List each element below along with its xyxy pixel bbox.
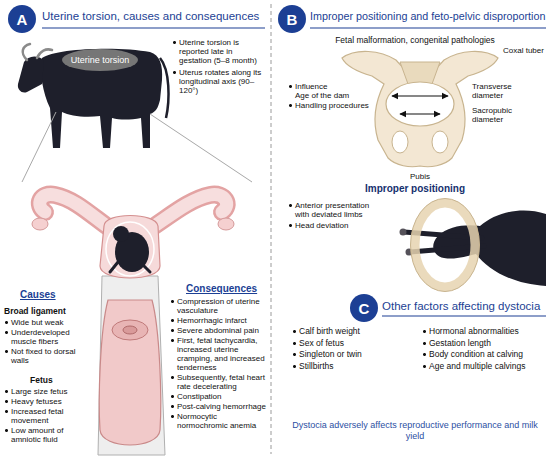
torsion-marker: Uterine torsion bbox=[62, 49, 139, 71]
amniotic-sac bbox=[106, 222, 154, 276]
bullet-item: Heavy fetuses bbox=[4, 397, 94, 406]
bullet-item: First, fetal tachycardia, increased uter… bbox=[170, 336, 268, 372]
cow-head bbox=[18, 56, 44, 92]
bullet-item: Increased fetal movement bbox=[4, 407, 94, 425]
diameter-arrow bbox=[392, 95, 448, 96]
panel-badge: B bbox=[278, 5, 306, 33]
panel-badge: C bbox=[350, 294, 378, 322]
uterus-figure bbox=[32, 195, 234, 278]
badge-letter: C bbox=[359, 300, 370, 317]
caption-text: Fetal malformation, congenital pathologi… bbox=[290, 35, 540, 45]
title-underline bbox=[310, 27, 546, 28]
anatomy-label: Coxal tuber bbox=[503, 46, 547, 55]
anatomy-label: Sacropubic diameter bbox=[472, 106, 534, 124]
fetus-limb bbox=[110, 262, 150, 272]
bullet-item: Not fixed to dorsal walls bbox=[4, 347, 94, 365]
bullet-item: Post-calving hemorrhage bbox=[170, 402, 268, 411]
uterine-body bbox=[100, 216, 160, 279]
bullet-item: Uterine torsion is reported late in gest… bbox=[172, 38, 266, 65]
bullet-item: Hemorrhagic infarct bbox=[170, 316, 268, 325]
birth-canal-outline bbox=[411, 199, 480, 292]
bullet-item: Constipation bbox=[170, 392, 268, 401]
marker-label: Uterine torsion bbox=[71, 55, 130, 65]
bullet-item: Large size fetus bbox=[4, 387, 94, 396]
bullet-item: Anterior presentation with deviated limb… bbox=[288, 201, 378, 219]
bullet-item: Normocytic normochromic anemia bbox=[170, 412, 268, 430]
badge-letter: A bbox=[17, 11, 28, 28]
obturator-foramen bbox=[432, 131, 448, 153]
bullet-item: Body condition at calving bbox=[422, 349, 546, 360]
anatomy-label: Pubis bbox=[390, 172, 450, 181]
bullet-item: Underdeveloped muscle fibers bbox=[4, 328, 94, 346]
sub-heading: Broad ligament bbox=[4, 306, 94, 316]
panel-divider bbox=[271, 4, 272, 454]
birth-canal-pelvis bbox=[415, 203, 475, 287]
bullet-item: Subsequently, fetal heart rate decelerat… bbox=[170, 373, 268, 391]
panel-badge: A bbox=[8, 5, 36, 33]
cow-tail bbox=[160, 58, 168, 118]
obturator-foramen bbox=[392, 131, 408, 153]
bullet-item: Sex of fetus bbox=[292, 338, 412, 349]
panel-title: Improper positioning and feto-pelvic dis… bbox=[310, 9, 547, 23]
sacrum bbox=[400, 62, 440, 84]
panel-title: Uterine torsion, causes and consequences bbox=[42, 9, 266, 23]
zoom-line bbox=[150, 114, 252, 182]
bullet-item: Age of the dam bbox=[288, 91, 372, 100]
bullet-item: Head deviation bbox=[288, 221, 378, 230]
bullet-item: Low amount of amniotic fluid bbox=[4, 426, 94, 444]
footer-note: Dystocia adversely affects reproductive … bbox=[286, 420, 544, 442]
title-underline bbox=[42, 27, 265, 28]
bullet-item: Handling procedures bbox=[288, 101, 372, 110]
bullet-item: Wide but weak bbox=[4, 318, 94, 327]
section-heading: Causes bbox=[20, 289, 92, 301]
calf-figure bbox=[400, 199, 547, 292]
ovary bbox=[32, 218, 48, 230]
cow-horn bbox=[37, 49, 52, 58]
bullet-item: Compression of uterine vasculature bbox=[170, 297, 268, 315]
section-heading: Consequences bbox=[186, 283, 268, 295]
vagina-cervix bbox=[99, 300, 160, 445]
title-underline bbox=[382, 315, 546, 316]
cow-horn bbox=[23, 44, 30, 60]
bullet-item: Severe abdominal pain bbox=[170, 326, 268, 335]
calf-hoof bbox=[400, 229, 407, 236]
bullet-item: Gestation length bbox=[422, 338, 546, 349]
sub-heading: Improper positioning bbox=[320, 183, 510, 195]
bullet-item: Uterus rotates along its longitudinal ax… bbox=[172, 68, 266, 95]
pelvic-inlet bbox=[386, 82, 454, 126]
panel-title: Other factors affecting dystocia bbox=[382, 299, 546, 313]
cow-body bbox=[42, 49, 162, 148]
cervix-os bbox=[123, 326, 137, 334]
bullet-item: Calf birth weight bbox=[292, 326, 412, 337]
sub-heading: Fetus bbox=[30, 375, 90, 385]
anatomy-label: Transverse diameter bbox=[472, 82, 534, 100]
bullet-item: Stillbirths bbox=[292, 361, 412, 372]
badge-letter: B bbox=[287, 11, 298, 28]
fetus-head bbox=[113, 226, 129, 242]
ovary bbox=[218, 218, 234, 230]
zoom-line bbox=[22, 112, 56, 182]
diameter-arrow bbox=[400, 113, 440, 114]
zoom-funnel bbox=[98, 276, 165, 455]
bullet-item: Age and multiple calvings bbox=[422, 361, 546, 372]
cervix-ring bbox=[112, 320, 148, 340]
bullet-item: Influence bbox=[288, 82, 372, 91]
bullet-item: Singleton or twin bbox=[292, 349, 412, 360]
bullet-item: Hormonal abnormalities bbox=[422, 326, 546, 337]
cow-figure bbox=[18, 44, 169, 148]
